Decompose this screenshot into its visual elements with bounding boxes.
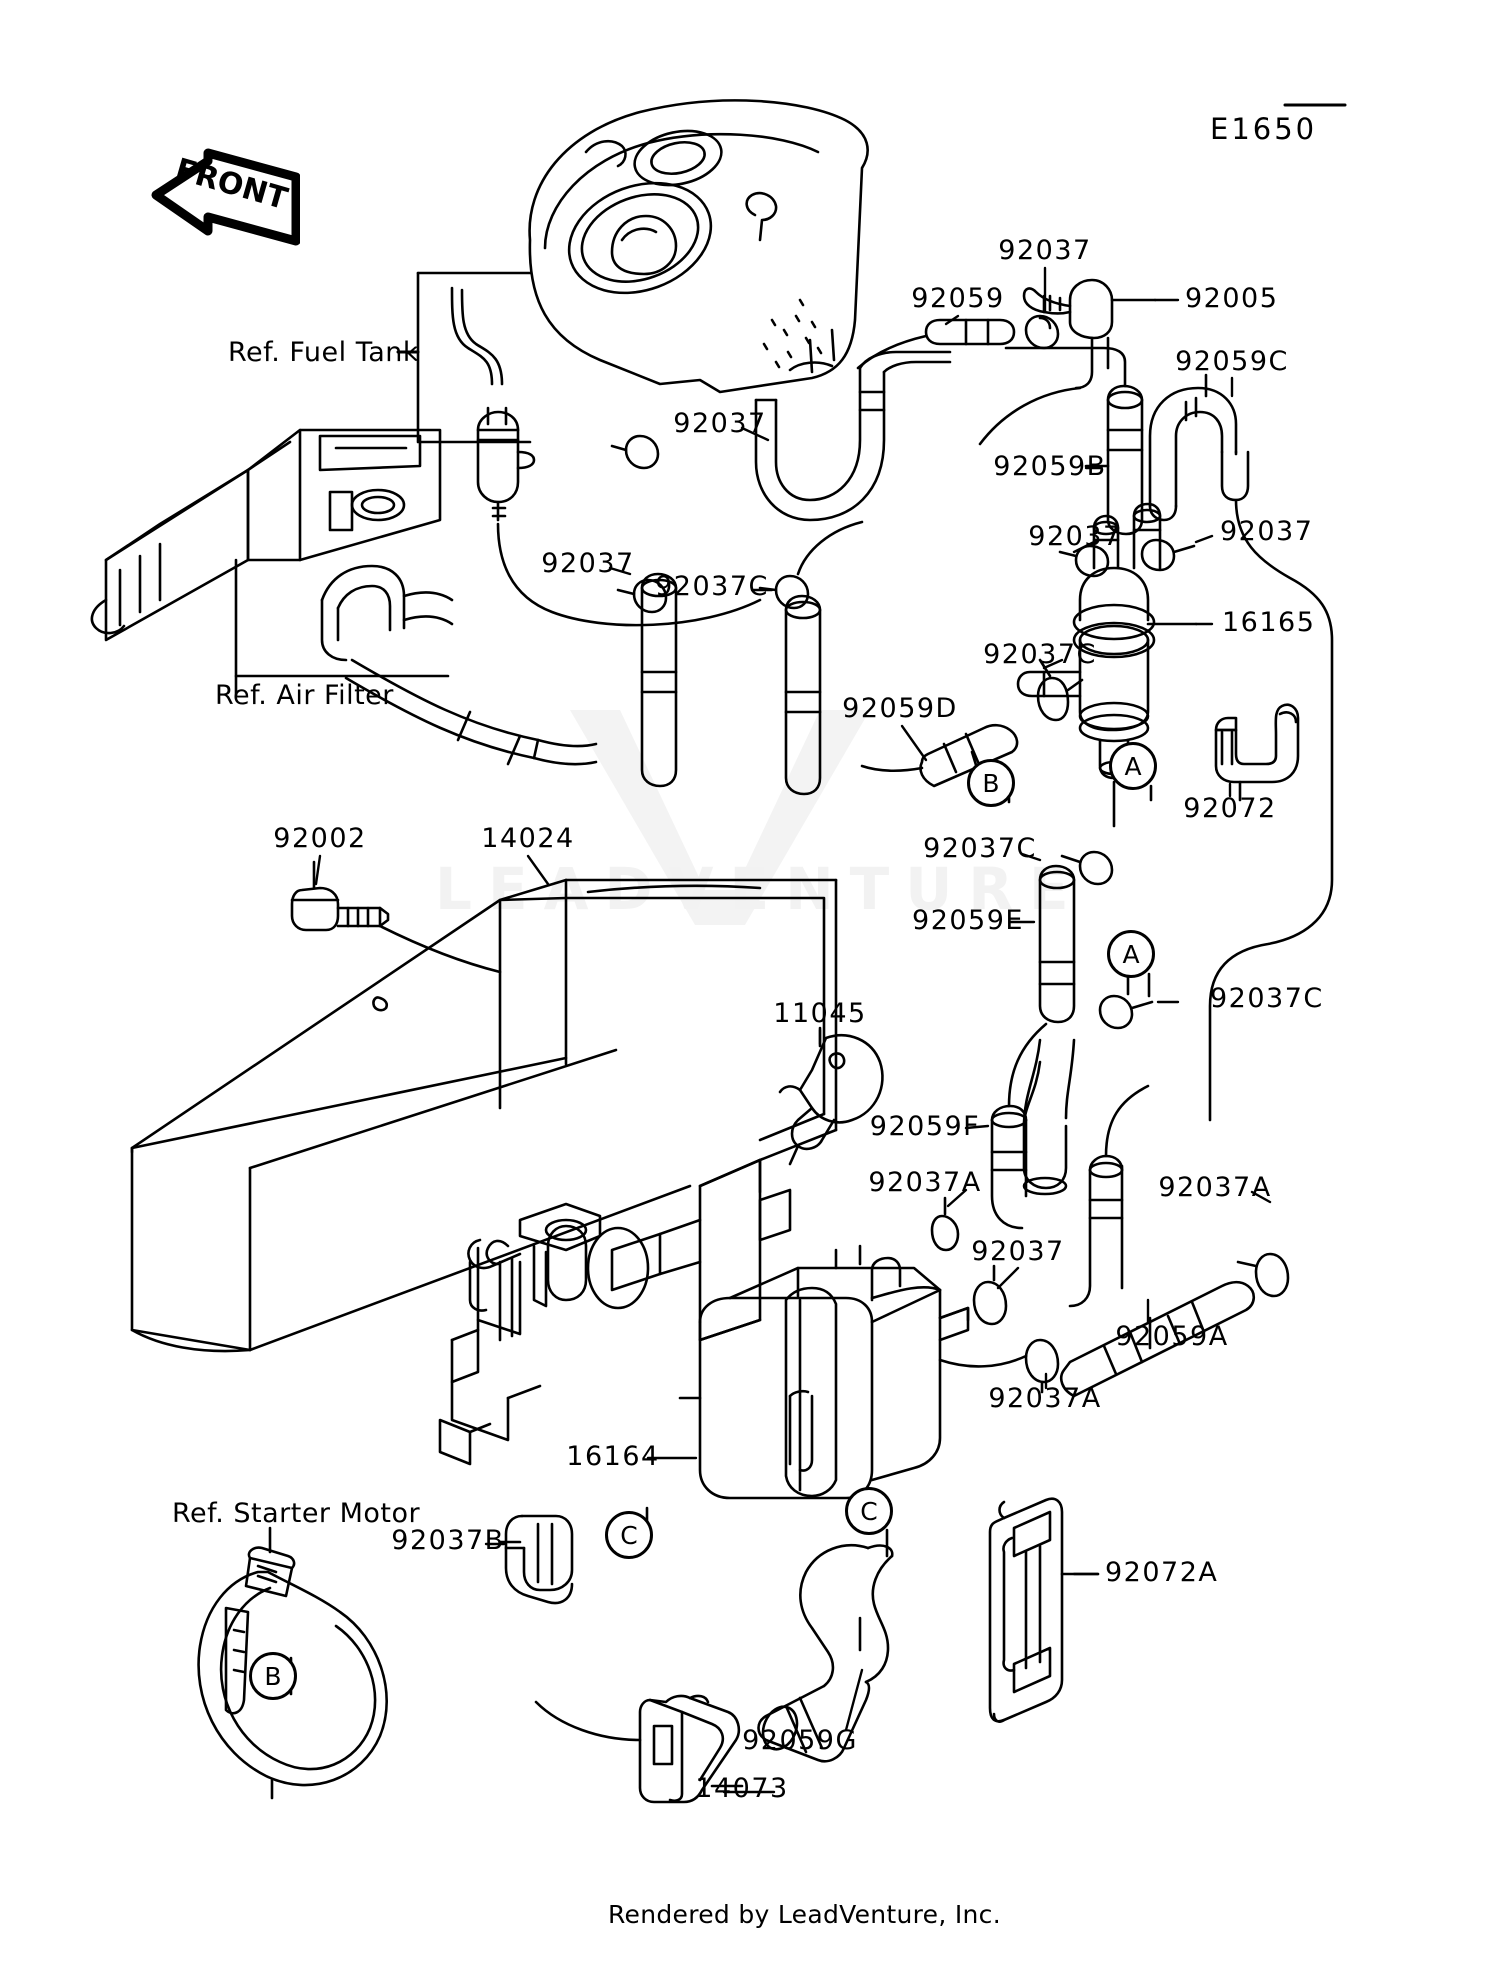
clamp-92037b bbox=[498, 1514, 574, 1605]
callout-leaders bbox=[314, 266, 1272, 1794]
cover-14024 bbox=[130, 878, 838, 1353]
tube-92059a bbox=[1060, 1280, 1256, 1398]
part-number-92037: 92037 bbox=[541, 548, 635, 579]
part-number-16165: 16165 bbox=[1222, 607, 1316, 638]
bolt-92002 bbox=[290, 860, 502, 974]
fuel-tank-reference-bracket bbox=[396, 271, 762, 627]
clamp-92037-lowmid bbox=[972, 1264, 1008, 1326]
part-number-92037a: 92037A bbox=[988, 1383, 1102, 1414]
part-number-92037a: 92037A bbox=[1158, 1172, 1272, 1203]
part-number-92037c: 92037C bbox=[1210, 983, 1324, 1014]
clamp-92037-midleft2 bbox=[616, 578, 668, 614]
fitting-92005 bbox=[978, 278, 1157, 446]
part-number-92037: 92037 bbox=[1220, 516, 1314, 547]
fuel-tank-shape bbox=[528, 99, 869, 394]
bracket-11045 bbox=[778, 1026, 884, 1166]
clamp-92037-top bbox=[1024, 294, 1060, 350]
clamp-92037c-midleft bbox=[758, 520, 864, 610]
part-number-14073: 14073 bbox=[695, 1773, 789, 1804]
hose-long-left bbox=[344, 658, 598, 766]
canister-bracket bbox=[438, 1158, 792, 1466]
tube-92059c bbox=[1148, 373, 1334, 1122]
part-number-92037: 92037 bbox=[1028, 521, 1122, 552]
clamp-92037a-right bbox=[1236, 1252, 1290, 1298]
footer-credit: Rendered by LeadVenture, Inc. bbox=[608, 1900, 1001, 1929]
part-number-92037c: 92037C bbox=[655, 571, 769, 602]
ref-circle-c: C bbox=[845, 1487, 893, 1535]
part-number-92072a: 92072A bbox=[1105, 1557, 1219, 1588]
part-number-92037: 92037 bbox=[998, 235, 1092, 266]
part-number-92059b: 92059B bbox=[993, 451, 1107, 482]
tube-vertical-a bbox=[640, 572, 678, 788]
clamp-92037c-upper-right bbox=[1060, 850, 1114, 886]
front-direction-marker: FRONT bbox=[150, 145, 301, 259]
part-number-14024: 14024 bbox=[481, 823, 575, 854]
clamp-92037-filter-top-right bbox=[1140, 538, 1196, 572]
clamp-92037-filter-top-left bbox=[1058, 544, 1110, 578]
clamp-92037-midleft bbox=[610, 434, 660, 470]
part-number-92059: 92059 bbox=[911, 283, 1005, 314]
part-number-92059f: 92059F bbox=[869, 1111, 981, 1142]
part-number-92072: 92072 bbox=[1183, 793, 1277, 824]
clamp-92037a-left bbox=[930, 1196, 960, 1252]
part-number-92037c: 92037C bbox=[983, 639, 1097, 670]
band-92072a bbox=[988, 1497, 1100, 1723]
hose-canister-right bbox=[1068, 1084, 1150, 1308]
part-number-92002: 92002 bbox=[273, 823, 367, 854]
hose-j-center bbox=[754, 350, 952, 522]
hose-92059e bbox=[1038, 864, 1076, 1024]
ref-label-starter-motor: Ref. Starter Motor bbox=[172, 1498, 421, 1529]
part-number-92059a: 92059A bbox=[1115, 1321, 1229, 1352]
hose-92059f bbox=[990, 1022, 1048, 1230]
part-number-92037b: 92037B bbox=[391, 1525, 505, 1556]
hose-u-lower bbox=[1022, 1038, 1076, 1196]
ref-circle-b: B bbox=[967, 759, 1015, 807]
ref-label-fuel-tank: Ref. Fuel Tank bbox=[228, 337, 420, 368]
part-number-92059e: 92059E bbox=[912, 905, 1024, 936]
diagram-code: E1650 bbox=[1210, 112, 1318, 146]
leadventure-watermark-mark bbox=[560, 700, 880, 934]
part-number-92037: 92037 bbox=[971, 1236, 1065, 1267]
tube-92059b bbox=[1004, 346, 1144, 536]
ref-circle-a: A bbox=[1107, 930, 1155, 978]
ref-circle-c: C bbox=[605, 1511, 653, 1559]
connector-14073 bbox=[534, 1694, 744, 1804]
ref-circle-a: A bbox=[1109, 742, 1157, 790]
part-number-16164: 16164 bbox=[566, 1441, 660, 1472]
clamp-92037a-bottom bbox=[1024, 1338, 1060, 1394]
starter-motor-band bbox=[197, 1526, 388, 1800]
part-number-92059g: 92059G bbox=[742, 1725, 858, 1756]
ref-circle-b: B bbox=[249, 1652, 297, 1700]
ref-label-air-filter: Ref. Air Filter bbox=[215, 680, 394, 711]
part-number-92037: 92037 bbox=[673, 408, 767, 439]
part-number-11045: 11045 bbox=[773, 998, 867, 1029]
band-92072 bbox=[1214, 703, 1300, 802]
part-number-92059c: 92059C bbox=[1175, 346, 1289, 377]
part-number-92059d: 92059D bbox=[842, 693, 958, 724]
tube-vertical-b bbox=[784, 594, 822, 796]
air-filter-shape bbox=[90, 428, 454, 698]
part-number-92037c: 92037C bbox=[923, 833, 1037, 864]
hose-92059g bbox=[757, 1543, 894, 1763]
part-number-92037a: 92037A bbox=[868, 1167, 982, 1198]
part-number-92005: 92005 bbox=[1185, 283, 1279, 314]
clamp-92037c-lower-right bbox=[1098, 972, 1154, 1030]
canister-16164 bbox=[678, 1244, 970, 1500]
